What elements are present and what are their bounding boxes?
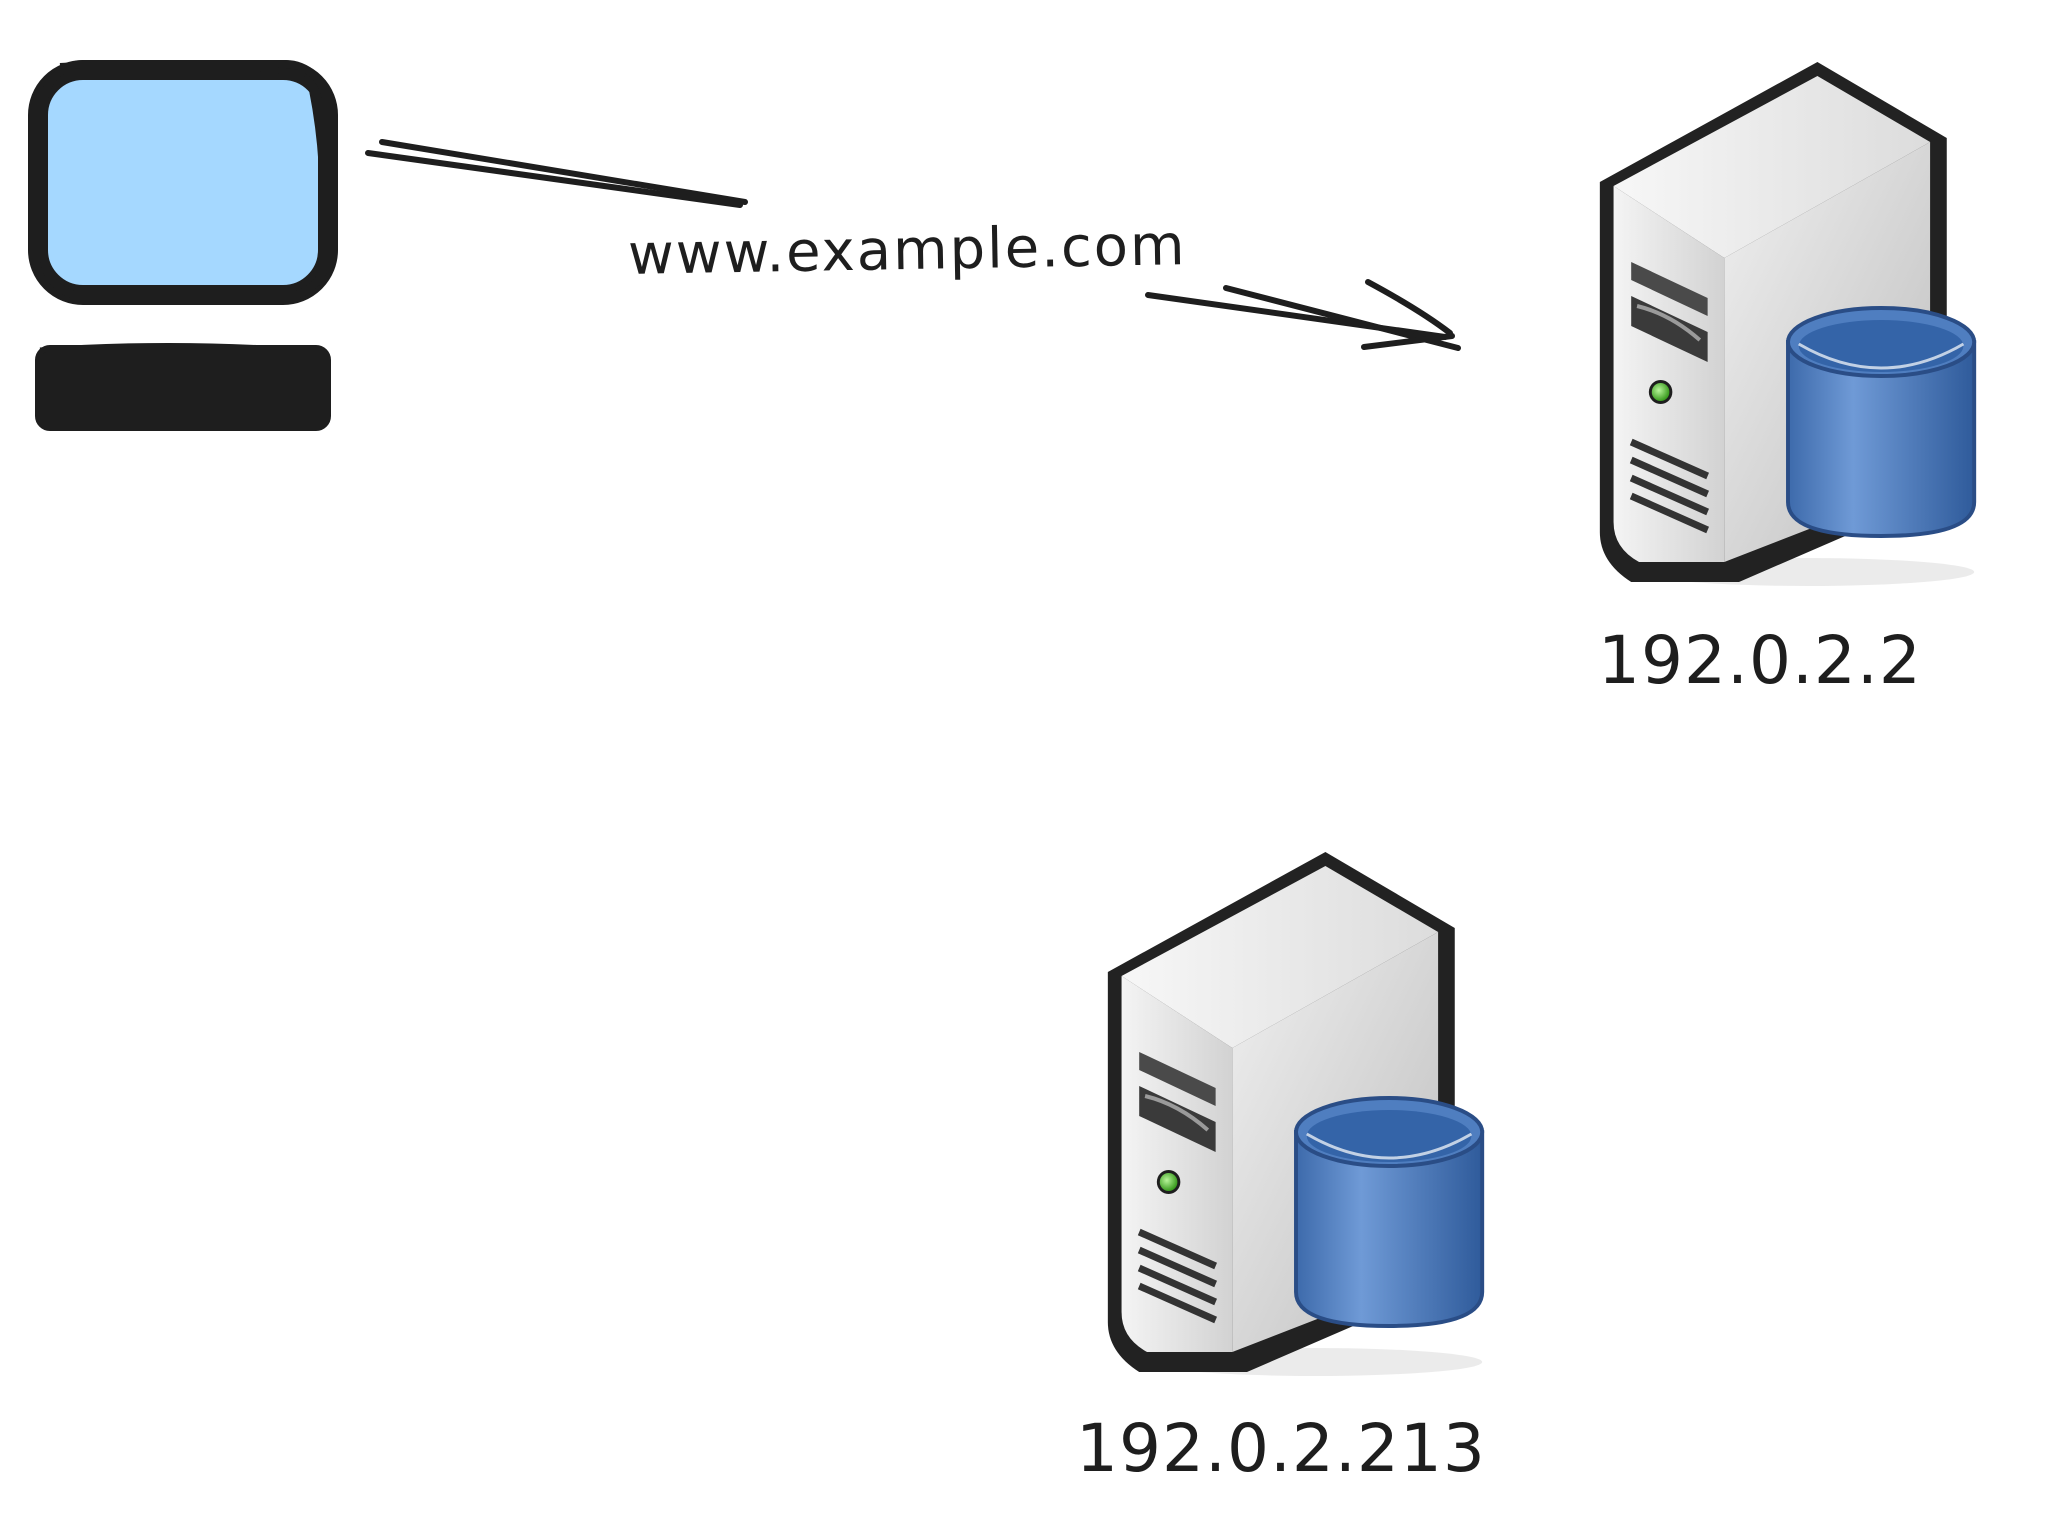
database-server-icon — [1108, 852, 1482, 1376]
arrow-icon — [365, 139, 1461, 351]
server-ip-label: 192.0.2.213 — [1076, 1410, 1486, 1487]
database-server-icon — [1600, 62, 1974, 586]
connection-label: www.example.com — [627, 213, 1188, 288]
computer-icon — [28, 60, 338, 431]
server-ip-label: 192.0.2.2 — [1598, 622, 1922, 699]
